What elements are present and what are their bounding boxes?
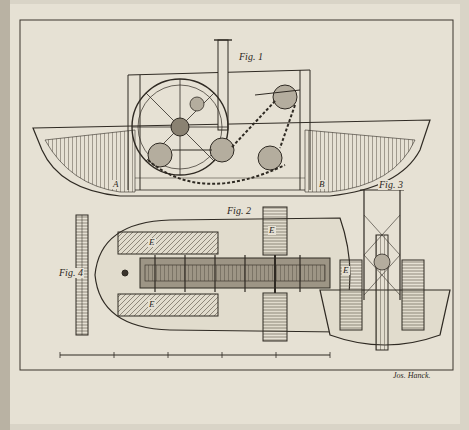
paper [8,4,460,424]
fig1-elevation [33,40,430,196]
engraver-signature: Jos. Hanck. [392,372,432,380]
figure-title: Fig. 1 [238,52,264,62]
part-letter: B [318,180,326,189]
part-letter: A [112,180,120,189]
part-letter: E [148,238,156,247]
figure-title: Fig. 2 [226,206,252,216]
fig3-end-view [320,190,450,350]
fig2-plan [95,207,350,341]
part-letter: E [148,300,156,309]
scale-bar [60,352,330,358]
figure-title: Fig. 3 [378,180,404,190]
figure-title: Fig. 4 [58,268,84,278]
part-letter: E [268,226,276,235]
plate-border [20,20,453,370]
part-letter: E [342,266,350,275]
